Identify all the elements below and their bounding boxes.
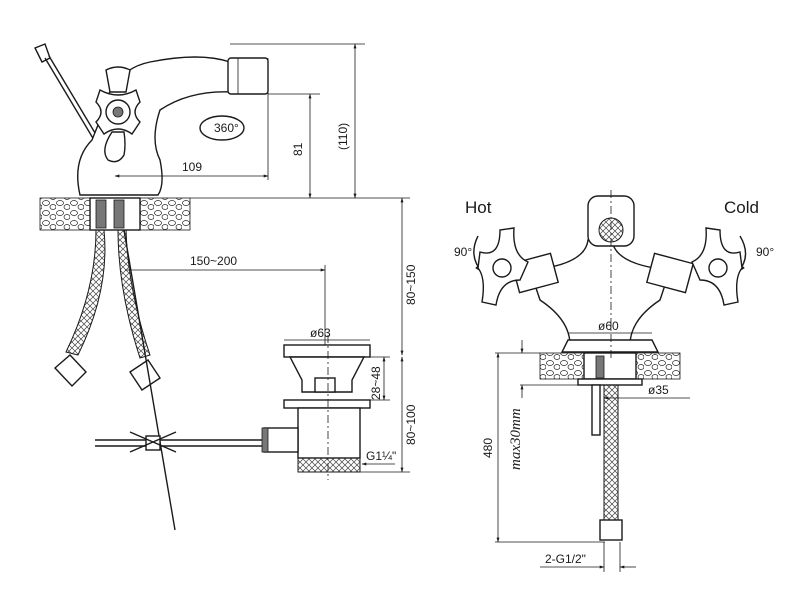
deck-to-drain-label: 80~150 — [404, 264, 418, 305]
hot-handle — [477, 227, 560, 306]
aerator — [227, 57, 269, 95]
base-diameter-label: ø60 — [598, 319, 619, 333]
cold-label: Cold — [724, 198, 759, 217]
hole-diameter-label: ø35 — [648, 383, 669, 397]
hose-thread-label: 2-G1/2" — [545, 552, 586, 566]
drain-thread-label: G1¼" — [366, 449, 396, 463]
height-110-label: (110) — [336, 123, 350, 150]
rotation-label: 360° — [214, 121, 239, 135]
cold-rotation-label: 90° — [756, 245, 774, 259]
max-thickness-label: max30mm — [508, 408, 524, 470]
rod-range-label: 150~200 — [190, 254, 237, 268]
pull-rod — [123, 229, 176, 531]
drain-length-label: 80~100 — [404, 404, 418, 445]
hot-rotation-label: 90° — [454, 245, 472, 259]
spout-reach-label: 109 — [182, 160, 202, 174]
cold-handle — [645, 227, 743, 306]
front-dimensions: ø60 ø35 max30mm 480 2-G1/2" — [481, 319, 690, 572]
height-81-label: 81 — [291, 142, 305, 156]
supply-hoses — [53, 229, 161, 391]
cross-handle — [95, 66, 141, 163]
side-view: 360° — [34, 43, 418, 531]
deck-thickness-label: 28~48 — [369, 366, 383, 400]
rotation-indicator: 360° — [199, 115, 245, 141]
side-dimensions: 109 81 (110) 150~200 80~150 ø63 28~48 80… — [114, 43, 418, 473]
pop-up-drain — [261, 335, 371, 480]
front-view: Hot Cold 90° 90° ø60 ø3 — [454, 190, 774, 572]
drain-diameter-label: ø63 — [310, 326, 331, 340]
hose-length-label: 480 — [481, 438, 495, 458]
hot-label: Hot — [465, 198, 492, 217]
